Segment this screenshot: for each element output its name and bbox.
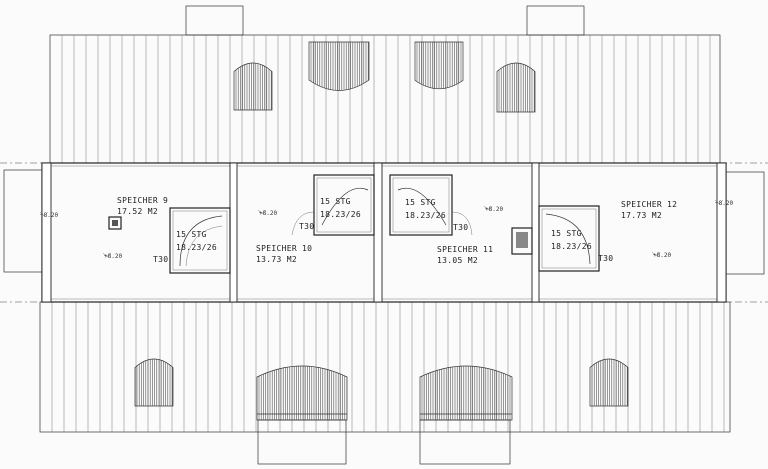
room-name: SPEICHER 12 — [621, 200, 677, 209]
skylight-top-1 — [233, 62, 273, 111]
side-box-left — [3, 169, 43, 273]
skylight-bottom-4 — [589, 358, 629, 407]
attic-floor-band — [41, 162, 727, 303]
door-swing-3 — [451, 211, 473, 236]
stair-door: T30 — [153, 255, 168, 264]
skylight-top-3 — [414, 41, 464, 90]
stair-1 — [169, 207, 231, 274]
stair-steps: 15 STG — [320, 197, 351, 206]
stair-4 — [538, 205, 600, 272]
chimney-top-left — [185, 5, 244, 36]
room-area: 13.73 M2 — [256, 255, 297, 264]
skylight-bottom-1 — [134, 358, 174, 407]
dormer-bottom-left — [256, 365, 348, 421]
stair-2 — [313, 174, 375, 236]
dormer-bottom-right — [419, 365, 513, 421]
level-marker: +8.20 — [39, 211, 58, 219]
flue-right — [511, 227, 533, 255]
door-swing-2 — [291, 211, 315, 236]
chimney-top-right — [526, 5, 585, 36]
svg-text:+8.20: +8.20 — [485, 206, 503, 213]
svg-text:+8.20: +8.20 — [104, 253, 122, 260]
level-marker: +8.20 — [102, 252, 122, 260]
level-marker: +8.20 — [483, 205, 503, 213]
room-area: 17.73 M2 — [621, 211, 662, 220]
stair-ratio: 18.23/26 — [405, 211, 446, 220]
flue-left-inner — [112, 220, 118, 226]
room-name: SPEICHER 10 — [256, 244, 312, 253]
side-box-right — [725, 171, 765, 275]
roof-top-surface — [49, 34, 721, 164]
svg-text:+8.20: +8.20 — [40, 212, 58, 219]
svg-text:+8.20: +8.20 — [653, 252, 671, 259]
stair-door: T30 — [453, 223, 468, 232]
entrance-box-right — [419, 419, 511, 465]
flue-left — [108, 216, 122, 230]
wall-divider-3 — [531, 162, 540, 303]
wall-outer-right — [716, 162, 727, 303]
stair-steps: 15 STG — [405, 198, 436, 207]
wall-divider-2 — [373, 162, 383, 303]
stair-steps: 15 STG — [176, 230, 207, 239]
stair-ratio: 18.23/26 — [551, 242, 592, 251]
stair-ratio: 18.23/26 — [176, 243, 217, 252]
skylight-top-2 — [308, 41, 370, 91]
stair-steps: 15 STG — [551, 229, 582, 238]
svg-text:+8.20: +8.20 — [259, 210, 277, 217]
wall-outer-left — [41, 162, 52, 303]
level-marker: +8.20 — [714, 199, 733, 207]
flue-right-inner — [516, 232, 528, 248]
room-area: 17.52 M2 — [117, 207, 158, 216]
room-area: 13.05 M2 — [437, 256, 478, 265]
skylight-top-4 — [496, 62, 536, 113]
room-name: SPEICHER 9 — [117, 196, 168, 205]
level-marker: +8.20 — [257, 209, 277, 217]
svg-text:+8.20: +8.20 — [715, 200, 733, 207]
stair-door: T30 — [598, 254, 613, 263]
stair-door: T30 — [299, 222, 314, 231]
level-marker: +8.20 — [651, 251, 671, 259]
room-name: SPEICHER 11 — [437, 245, 493, 254]
stair-ratio: 18.23/26 — [320, 210, 361, 219]
entrance-box-left — [257, 419, 347, 465]
roof-bottom-surface — [39, 301, 731, 433]
stair-3 — [389, 174, 453, 236]
wall-divider-1 — [229, 162, 238, 303]
